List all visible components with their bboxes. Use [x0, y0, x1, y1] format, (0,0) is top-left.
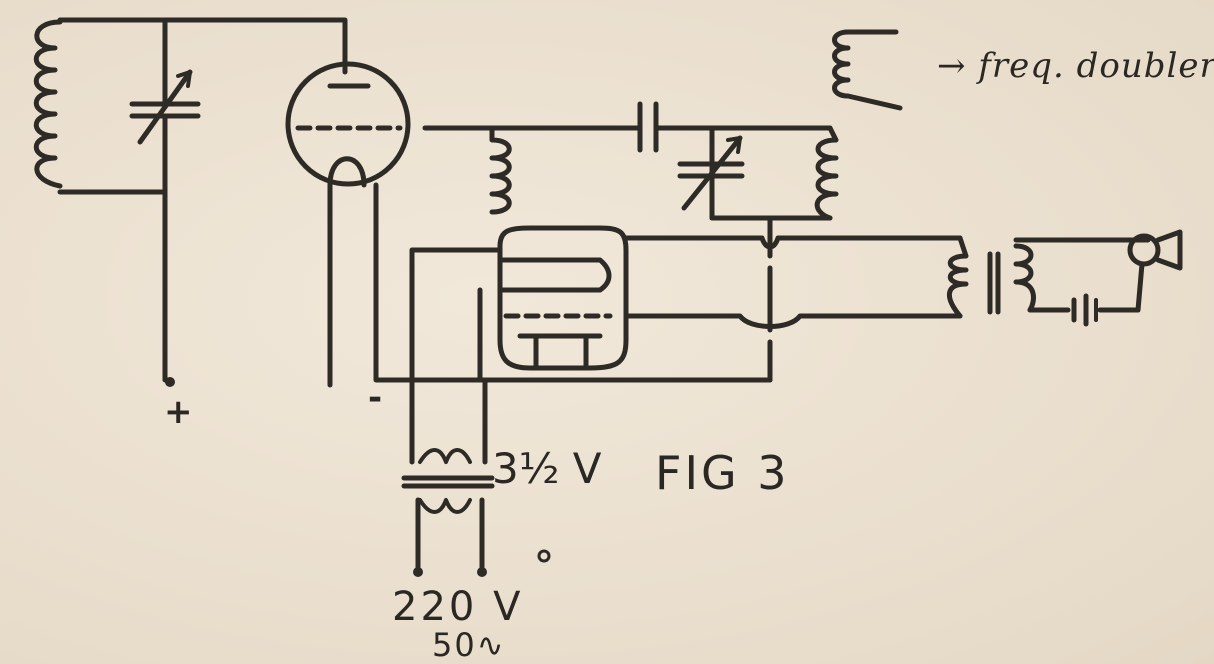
- oscillator-valve: [285, 61, 411, 188]
- plate-choke-coil: [489, 125, 512, 215]
- battery-icon: [1071, 293, 1098, 327]
- mains-terminal-open: [537, 549, 551, 563]
- filament-lead-right: [373, 182, 488, 383]
- left-feed-wire: [409, 247, 503, 423]
- mains-voltage-label: 220 V: [392, 584, 524, 630]
- grid-tuning-coil: [33, 19, 63, 189]
- plus-terminal-dot: [165, 377, 175, 387]
- mains-frequency-label: 50∿: [432, 626, 506, 664]
- grid-output-wire: [623, 313, 963, 329]
- freq-doubler-label: → freq. doubler: [937, 46, 1214, 86]
- grid-top-wire: [57, 17, 348, 75]
- heater-voltage-label: 3½ V: [492, 444, 602, 493]
- heater-transformer: [401, 417, 495, 573]
- plus-terminal-label: +: [164, 392, 193, 432]
- headphone-bottom-wire: [1027, 261, 1145, 313]
- plate-output-wire: [623, 235, 963, 250]
- doubler-coupling-coil: [832, 29, 903, 111]
- mains-terminal-left: [413, 567, 423, 577]
- tank-coil: [814, 125, 839, 221]
- output-transformer: [947, 235, 1036, 319]
- minus-terminal-label: -: [368, 378, 383, 418]
- figure-caption: FIG 3: [655, 446, 790, 500]
- headphone-icon: [1127, 229, 1183, 271]
- tank-variable-capacitor: [677, 135, 745, 211]
- amplifier-valve: [497, 225, 629, 371]
- coupling-capacitor: [637, 101, 659, 153]
- mains-terminal-right: [477, 567, 487, 577]
- grid-variable-capacitor: [129, 69, 201, 145]
